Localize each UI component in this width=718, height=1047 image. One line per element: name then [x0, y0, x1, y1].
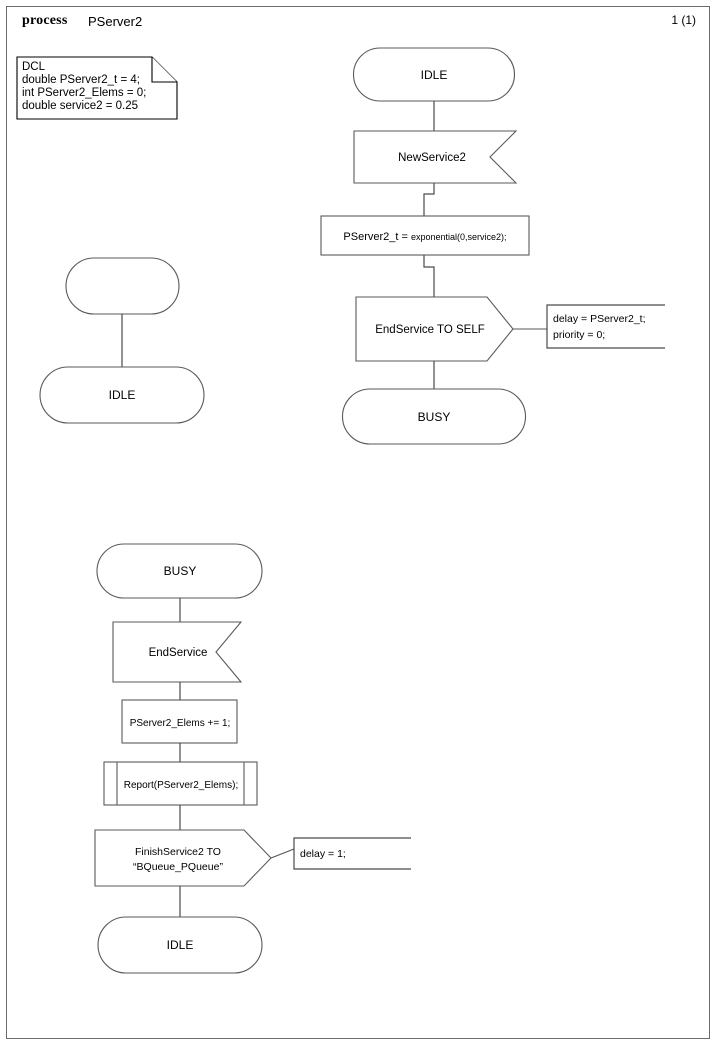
task-label-exponential: PServer2_t = exponential(0,service2);: [343, 231, 506, 243]
output-label-finishservice2-line-2: “BQueue_PQueue”: [133, 861, 223, 873]
comment-connector-finishservice2: [270, 848, 295, 859]
state-symbol-busy-top[interactable]: [341, 388, 527, 445]
state-label-busy: BUSY: [164, 564, 197, 578]
state-label-busy-top: BUSY: [418, 410, 451, 424]
task-symbol-elems-increment[interactable]: [121, 699, 238, 744]
task-text-eq: =: [398, 231, 411, 243]
start-symbol[interactable]: [65, 257, 180, 315]
state-label-idle-bottom: IDLE: [167, 938, 194, 952]
input-label-endservice: EndService: [149, 647, 208, 659]
dcl-note-line-1: DCL: [22, 61, 46, 73]
state-symbol-idle-bottom[interactable]: [97, 916, 263, 974]
dcl-note-line-2: double PServer2_t = 4;: [22, 74, 140, 86]
state-label-idle-top: IDLE: [421, 68, 448, 82]
output-symbol-endservice-self[interactable]: [355, 296, 514, 362]
input-symbol-newservice2[interactable]: [353, 130, 518, 184]
input-label-newservice2: NewService2: [398, 152, 466, 164]
connector-task-to-output: [423, 255, 435, 297]
task-symbol-exponential[interactable]: [320, 215, 530, 256]
state-label-idle: IDLE: [109, 388, 136, 402]
page-number-label: 1 (1): [671, 13, 696, 27]
output-label-finishservice2-line-1: FinishService2 TO: [135, 846, 221, 858]
task-text-rhs: exponential(0,service2);: [411, 232, 507, 242]
comment-label-endservice-line-1: delay = PServer2_t;: [553, 313, 646, 325]
state-symbol-idle[interactable]: [39, 366, 205, 424]
comment-label-endservice-line-2: priority = 0;: [553, 329, 605, 341]
process-keyword-label: process: [22, 13, 68, 28]
comment-symbol-endservice: [546, 304, 665, 349]
comment-symbol-finishservice2: [293, 837, 411, 870]
connector-newservice2-to-task: [423, 183, 435, 216]
dcl-note-line-3: int PServer2_Elems = 0;: [22, 87, 146, 99]
state-symbol-busy[interactable]: [96, 543, 263, 599]
idle-transition: IDLE NewService2 PServer2_t = exponentia…: [320, 47, 665, 445]
state-symbol-idle-top[interactable]: [352, 47, 516, 102]
comment-label-finishservice2: delay = 1;: [300, 848, 346, 860]
output-symbol-finishservice2[interactable]: [94, 829, 272, 887]
task-label-elems-increment: PServer2_Elems += 1;: [130, 718, 231, 729]
dcl-note: DCL double PServer2_t = 4; int PServer2_…: [16, 56, 178, 120]
input-symbol-endservice[interactable]: [112, 621, 243, 683]
dcl-note-line-4: double service2 = 0.25: [22, 100, 138, 112]
process-name-label: PServer2: [88, 14, 143, 29]
start-transition: IDLE: [39, 257, 205, 424]
procedure-call-label-report: Report(PServer2_Elems);: [124, 780, 238, 791]
busy-transition: BUSY EndService PServer2_Elems += 1; Rep…: [94, 543, 411, 974]
output-label-endservice-self: EndService TO SELF: [375, 324, 485, 336]
task-text-lhs: PServer2_t: [343, 231, 398, 243]
